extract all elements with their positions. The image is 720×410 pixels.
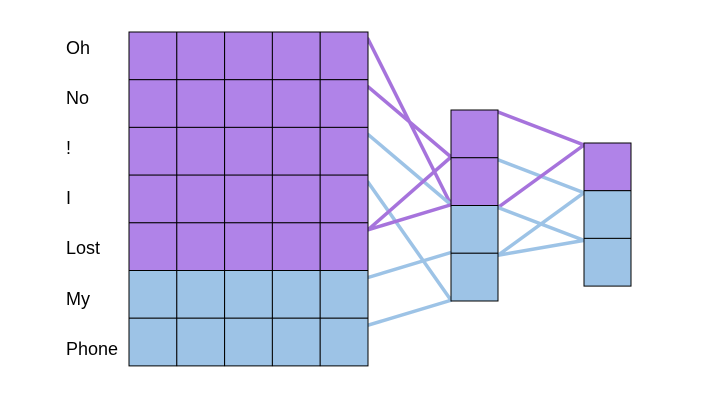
connection-line <box>366 250 453 280</box>
connection-line <box>366 203 453 232</box>
input-matrix-cell <box>128 79 178 128</box>
input-matrix-cell <box>271 174 321 224</box>
hidden-layer-cell <box>450 252 499 302</box>
input-matrix-cell <box>128 317 178 367</box>
input-matrix-cell <box>224 31 273 81</box>
connection-line <box>496 110 586 147</box>
input-matrix-cell <box>319 126 369 176</box>
input-matrix-cell <box>176 126 226 176</box>
word-label: Oh <box>66 38 91 58</box>
input-matrix-cell <box>128 174 178 224</box>
input-matrix-cell <box>176 174 226 224</box>
input-matrix-cell <box>128 31 178 81</box>
connection-line <box>366 132 453 207</box>
connection-lines <box>366 37 586 327</box>
connection-line <box>496 143 586 210</box>
input-matrix-cell <box>271 79 321 128</box>
output-layer-cell <box>583 237 632 287</box>
connection-line <box>496 190 586 257</box>
hidden-layer-cell <box>450 205 499 254</box>
input-matrix-cell <box>176 31 226 81</box>
input-matrix-cell <box>224 270 273 319</box>
input-matrix-cell <box>319 79 369 128</box>
input-matrix-cell <box>271 31 321 81</box>
connection-line <box>366 155 453 232</box>
word-label: My <box>66 289 90 309</box>
input-matrix-cell <box>224 317 273 367</box>
input-matrix-cell <box>224 79 273 128</box>
connection-line <box>366 298 453 327</box>
input-matrix-cell <box>224 126 273 176</box>
matrix-cells <box>128 31 632 367</box>
input-matrix-cell <box>176 222 226 272</box>
word-label: ! <box>66 138 72 158</box>
word-label: No <box>66 88 90 108</box>
output-layer-cell <box>583 190 632 239</box>
input-matrix-cell <box>271 222 321 272</box>
input-matrix-cell <box>128 270 178 319</box>
input-matrix-cell <box>271 317 321 367</box>
input-matrix-cell <box>176 270 226 319</box>
connection-line <box>366 84 453 159</box>
input-matrix-cell <box>224 222 273 272</box>
input-matrix-cell <box>128 222 178 272</box>
connection-line <box>366 180 453 302</box>
input-matrix-cell <box>319 174 369 224</box>
input-matrix-cell <box>176 79 226 128</box>
input-matrix-cell <box>224 174 273 224</box>
input-matrix-cell <box>271 270 321 319</box>
hidden-layer-cell <box>450 157 499 206</box>
word-label: Phone <box>66 339 119 359</box>
input-matrix-cell <box>319 222 369 272</box>
output-layer-cell <box>583 142 632 192</box>
word-label: Lost <box>66 238 101 258</box>
input-matrix-cell <box>176 317 226 367</box>
input-matrix-cell <box>319 31 369 81</box>
input-matrix-cell <box>128 126 178 176</box>
input-matrix-cell <box>271 126 321 176</box>
connection-line <box>496 238 586 257</box>
input-matrix-cell <box>319 317 369 367</box>
word-label: I <box>66 188 72 208</box>
hidden-layer-cell <box>450 109 499 159</box>
input-matrix-cell <box>319 270 369 319</box>
